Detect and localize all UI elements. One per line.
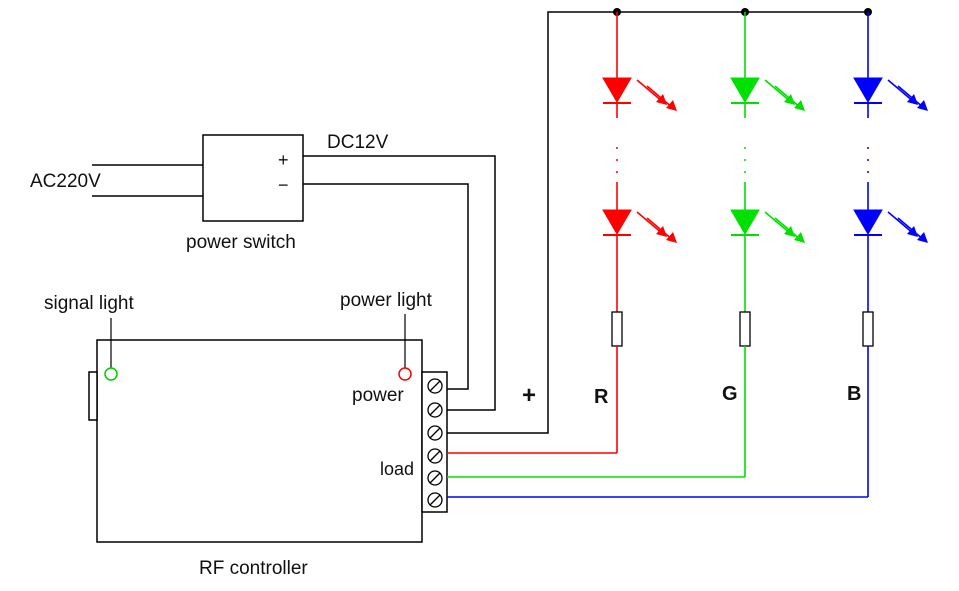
led-g-1-diode bbox=[730, 77, 760, 103]
channel-b-ellipsis-dot-2 bbox=[867, 159, 869, 161]
led-r-2-emission-head-1 bbox=[656, 226, 667, 237]
led-r-1-emission-arrow-1 bbox=[636, 79, 664, 103]
led-r-2-emission-arrow-2 bbox=[646, 217, 674, 241]
dc-output-wires bbox=[303, 155, 496, 411]
channel-g-ellipsis-dot-1 bbox=[744, 147, 746, 149]
channel-g-label: G bbox=[722, 383, 738, 405]
common-plus-label: + bbox=[522, 382, 537, 409]
signal-light-led bbox=[104, 367, 118, 381]
ac-input-wires bbox=[92, 164, 203, 197]
ac-input-label: AC220V bbox=[30, 171, 101, 192]
channel-g-ellipsis-dot-2 bbox=[744, 159, 746, 161]
led-r-1-emission-arrow-2 bbox=[646, 85, 674, 109]
minus-terminal-label: − bbox=[278, 175, 289, 195]
channel-r-label: R bbox=[594, 386, 609, 408]
led-b-1-emission-arrow-2 bbox=[897, 85, 925, 109]
signal-light-label: signal light bbox=[44, 293, 134, 314]
led-r-2-emission-arrow-1 bbox=[636, 211, 664, 235]
channel-r-ellipsis-dot-1 bbox=[616, 147, 618, 149]
power-terminal-label: power bbox=[352, 385, 404, 406]
led-r-1-emission-head-2 bbox=[666, 100, 677, 111]
channel-b-ellipsis-dot-1 bbox=[867, 147, 869, 149]
channel-b-label: B bbox=[847, 383, 862, 405]
led-g-1-emission-arrow-2 bbox=[774, 85, 802, 109]
led-g-1-emission-head-2 bbox=[794, 100, 805, 111]
power-light-led bbox=[398, 367, 412, 381]
led-g-2-diode bbox=[730, 209, 760, 235]
led-b-2-emission-head-2 bbox=[917, 232, 928, 243]
power-light-label: power light bbox=[340, 290, 432, 311]
terminal-screw-slot-1 bbox=[429, 380, 441, 392]
channel-g-ellipsis-dot-3 bbox=[744, 171, 746, 173]
rf-controller-label: RF controller bbox=[199, 558, 308, 579]
dc-output-label: DC12V bbox=[327, 132, 389, 153]
led-b-2-emission-head-1 bbox=[907, 226, 918, 237]
led-r-2-diode bbox=[602, 209, 632, 235]
antenna-tab bbox=[88, 371, 98, 421]
led-g-2-emission-head-2 bbox=[794, 232, 805, 243]
resistor-r bbox=[611, 311, 623, 347]
channel-b bbox=[447, 12, 928, 498]
led-b-2-diode bbox=[853, 209, 883, 235]
led-r-1-diode bbox=[602, 77, 632, 103]
terminal-screw-slot-2 bbox=[429, 404, 441, 416]
led-b-1-emission-arrow-1 bbox=[887, 79, 915, 103]
led-g-1-emission-head-1 bbox=[784, 94, 795, 105]
terminal-screw-slot-3 bbox=[429, 427, 441, 439]
channel-r bbox=[447, 12, 677, 454]
led-b-1-emission-head-2 bbox=[917, 100, 928, 111]
load-terminal-label: load bbox=[380, 459, 415, 479]
channel-g bbox=[447, 12, 805, 478]
common-plus-wire bbox=[447, 11, 868, 434]
terminal-block bbox=[421, 371, 448, 513]
power-switch-box bbox=[202, 134, 304, 222]
led-b-1-emission-head-1 bbox=[907, 94, 918, 105]
resistor-b bbox=[862, 311, 874, 347]
led-b-2-emission-arrow-2 bbox=[897, 217, 925, 241]
led-channels bbox=[447, 12, 928, 498]
led-r-2-emission-head-2 bbox=[666, 232, 677, 243]
terminal-screw-slot-6 bbox=[429, 494, 441, 506]
led-b-2-emission-arrow-1 bbox=[887, 211, 915, 235]
led-g-2-emission-arrow-1 bbox=[764, 211, 792, 235]
led-g-2-emission-head-1 bbox=[784, 226, 795, 237]
channel-r-ellipsis-dot-3 bbox=[616, 171, 618, 173]
resistor-g bbox=[739, 311, 751, 347]
terminal-screws bbox=[427, 378, 443, 508]
terminal-screw-slot-4 bbox=[429, 450, 441, 462]
led-r-1-emission-head-1 bbox=[656, 94, 667, 105]
channel-r-ellipsis-dot-2 bbox=[616, 159, 618, 161]
terminal-screw-slot-5 bbox=[429, 472, 441, 484]
plus-terminal-label: + bbox=[278, 150, 289, 170]
led-b-1-diode bbox=[853, 77, 883, 103]
power-switch-label: power switch bbox=[186, 232, 296, 253]
led-g-2-emission-arrow-2 bbox=[774, 217, 802, 241]
rf-controller-body bbox=[96, 339, 423, 543]
led-g-1-emission-arrow-1 bbox=[764, 79, 792, 103]
channel-b-ellipsis-dot-3 bbox=[867, 171, 869, 173]
